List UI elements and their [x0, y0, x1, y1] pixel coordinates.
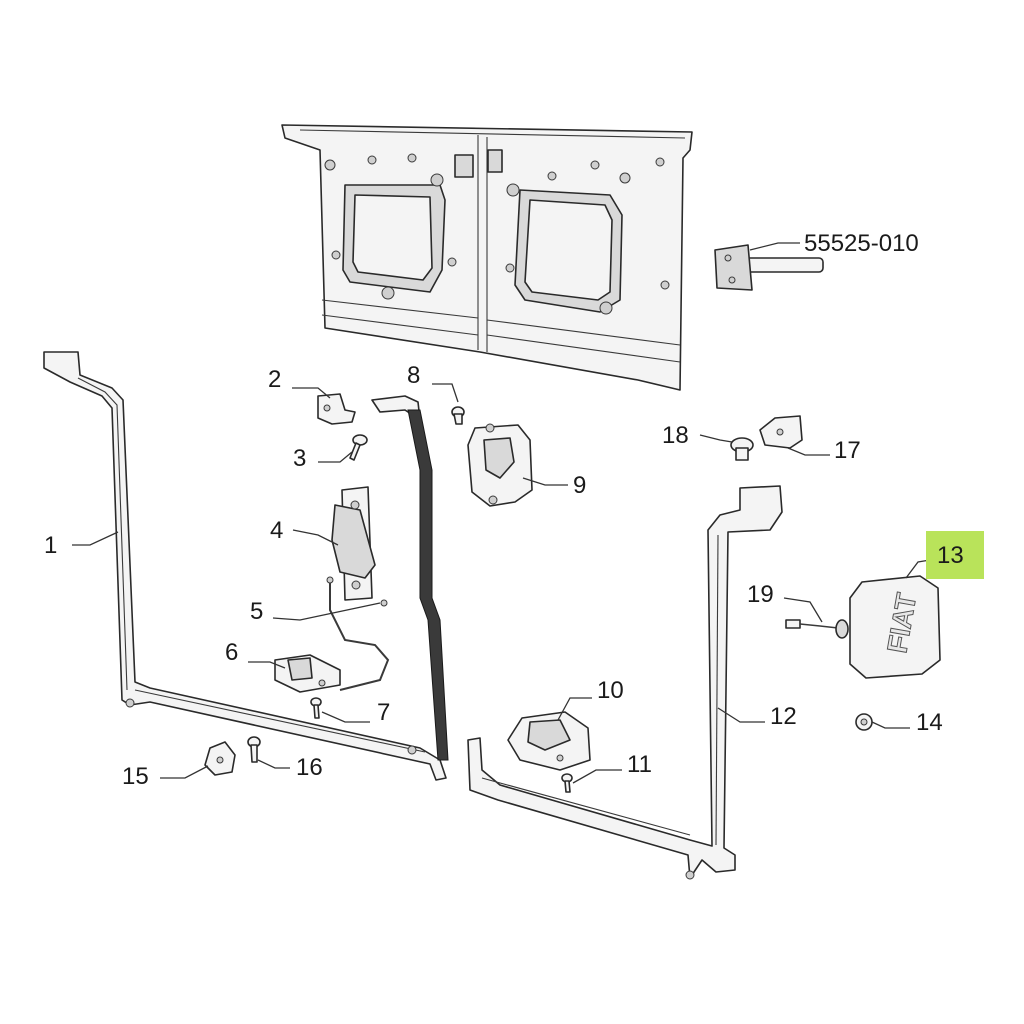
- weatherstrip-seal-vertical: [371, 395, 449, 761]
- part-6-lower-lock: [274, 654, 341, 693]
- callout-2: 2: [268, 366, 281, 393]
- door-check-strap: [714, 244, 824, 291]
- part-15-clip: [204, 741, 236, 776]
- part-17-bracket: [759, 415, 803, 449]
- leader-8: [432, 383, 459, 403]
- part-2-bracket: [317, 393, 356, 425]
- leader-15: [160, 765, 209, 779]
- leader-2: [292, 387, 331, 399]
- part-3-screw: [349, 434, 368, 461]
- leader-4: [292, 529, 339, 546]
- part-5-release-cable: [326, 576, 390, 691]
- callout-13-highlight: [926, 531, 984, 579]
- callout-10: 10: [597, 677, 624, 704]
- leader-10: [557, 697, 592, 721]
- part-4-handle-bracket: [331, 486, 376, 601]
- leader-17: [787, 447, 830, 456]
- rear-door-panel: [281, 124, 693, 391]
- callout-19: 19: [747, 581, 774, 608]
- part-19-wiring-connector: [785, 619, 849, 639]
- leader-5: [272, 602, 381, 621]
- callout-4: 4: [270, 517, 283, 544]
- callout-8: 8: [407, 362, 420, 389]
- leader-ref: [749, 242, 800, 251]
- leader-19: [783, 597, 823, 623]
- leader-14: [871, 721, 910, 729]
- callout-5: 5: [250, 598, 263, 625]
- part-1-seal-strip-left: [43, 351, 447, 781]
- callout-17: 17: [834, 437, 861, 464]
- part-11-screw: [561, 773, 573, 793]
- callout-9: 9: [573, 472, 586, 499]
- callout-7: 7: [377, 699, 390, 726]
- leader-18: [699, 434, 733, 443]
- callout-12: 12: [770, 703, 797, 730]
- callout-3: 3: [293, 445, 306, 472]
- callout-11: 11: [627, 751, 652, 778]
- part-7-screw: [310, 697, 322, 719]
- callout-14: 14: [916, 709, 943, 736]
- leader-11: [572, 769, 622, 784]
- part-13-fiat-badge: FIAT: [849, 575, 941, 679]
- part-9-lock-mechanism: [467, 423, 533, 507]
- callout-18: 18: [662, 422, 689, 449]
- part-12-seal-strip-right: [467, 485, 783, 880]
- leader-1: [72, 531, 119, 546]
- callout-55525-010: 55525-010: [804, 230, 919, 257]
- part-18-clip: [730, 437, 754, 461]
- callout-16: 16: [296, 754, 323, 781]
- callout-13: 13: [937, 542, 964, 569]
- leader-6: [248, 661, 286, 669]
- callout-6: 6: [225, 639, 238, 666]
- part-14-clip: [855, 713, 873, 731]
- leader-3: [318, 451, 353, 463]
- leader-12: [717, 707, 765, 723]
- callout-15: 15: [122, 763, 149, 790]
- leader-7: [321, 711, 370, 723]
- callout-1: 1: [44, 532, 57, 559]
- part-10-lower-latch: [507, 711, 591, 771]
- leader-16: [257, 759, 290, 769]
- part-16-screw: [247, 736, 261, 763]
- leader-9: [522, 477, 568, 486]
- part-8-screw: [451, 406, 465, 425]
